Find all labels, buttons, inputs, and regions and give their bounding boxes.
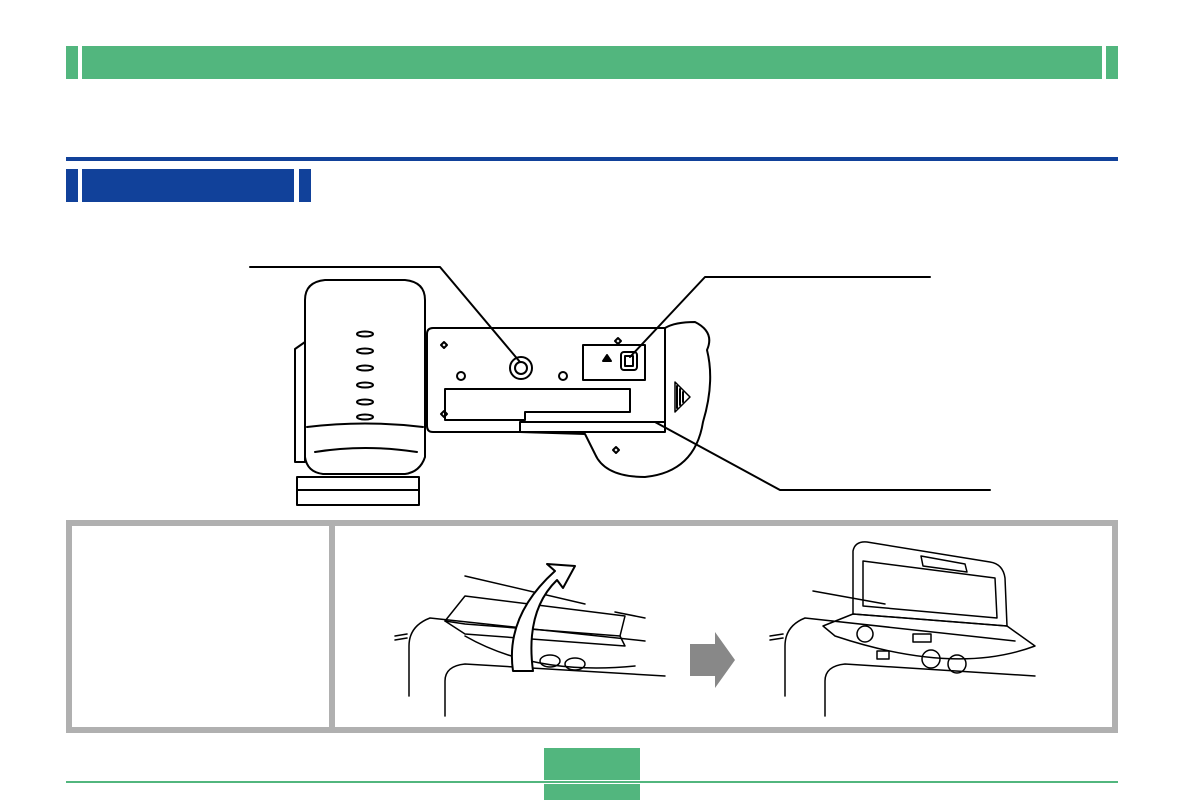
tripod-callout-line [249,266,521,363]
cover-lid-open [852,541,1008,627]
cover-lid-closed [444,595,626,637]
lens-barrel [304,279,426,475]
title-banner [66,46,1118,79]
latch-callout-line [629,276,931,358]
open-cover-view [769,541,1036,717]
section-header [66,169,311,202]
battery-cover [519,321,712,478]
lens-slots [356,330,374,421]
battery-latch-box [582,344,646,381]
closed-cover-view [394,563,666,717]
camera-body-plate [426,327,666,433]
footer-rule [66,781,1118,783]
tripod-hole-icon [509,356,533,380]
open-battery-cover-illustration [394,541,1036,717]
right-arrow-icon [690,632,735,688]
page-number-tab-bottom [544,784,640,800]
note-text [72,526,329,727]
page-number-tab [544,748,640,780]
section-divider [66,157,1118,161]
camera-bottom-view-illustration [249,266,991,506]
open-arrow-icon [511,563,576,672]
lens-housing [294,341,306,463]
note-panel-divider [329,526,335,727]
cover-callout-line [654,421,991,491]
note-panel [66,520,1118,733]
battery-latch-icon [624,355,634,367]
